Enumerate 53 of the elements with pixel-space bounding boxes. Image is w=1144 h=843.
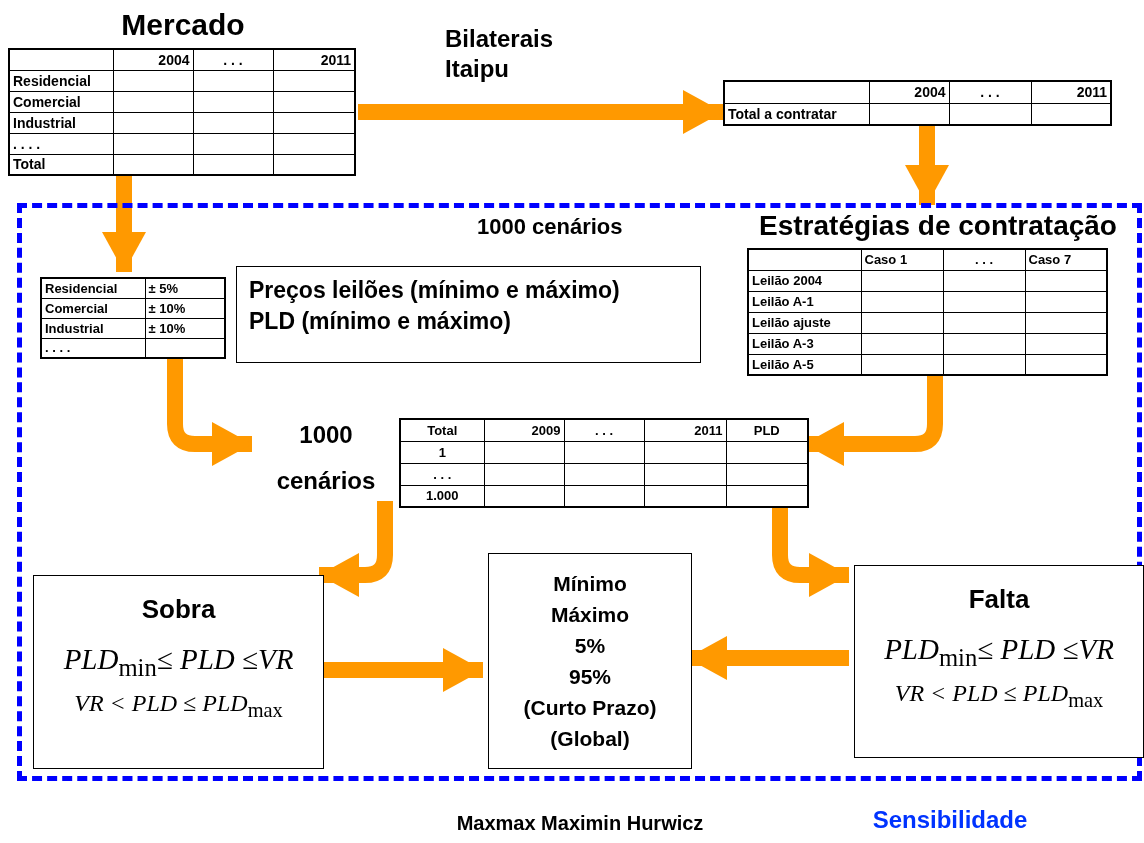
- box-title: Sobra: [141, 594, 216, 625]
- table-cell: Leilão 2004: [748, 270, 861, 291]
- box-text: 95%: [569, 664, 611, 690]
- table-cell: 2009: [484, 419, 564, 441]
- box-text: (Curto Prazo): [523, 695, 657, 721]
- table-cell: 1: [400, 441, 484, 463]
- box-text: Mínimo: [553, 571, 627, 597]
- table-cell: . . .: [949, 81, 1031, 103]
- table-cell: Leilão A-1: [748, 291, 861, 312]
- table-cell: Residencial: [41, 278, 145, 298]
- table-title: Estratégias de contratação: [758, 210, 1118, 242]
- formula-text: VR < PLD ≤ PLD$_{max}$: [894, 679, 1104, 712]
- edge-label: Bilaterais Itaipu: [445, 24, 555, 84]
- table-cell: Leilão A-3: [748, 333, 861, 354]
- table-cell: Caso 1: [861, 249, 943, 270]
- box-title: Falta: [968, 584, 1030, 615]
- table-title: 1000 cenários: [275, 420, 377, 496]
- table-cell: Residencial: [9, 70, 113, 91]
- formula-text: VR < PLD ≤ PLD$_{max}$: [74, 689, 283, 722]
- note-text: Maxmax Maximin Hurwicz: [455, 812, 705, 835]
- table-cell: 2011: [644, 419, 726, 441]
- table-cell: Industrial: [9, 112, 113, 133]
- box-text: Máximo: [550, 602, 630, 628]
- box-text: (Global): [550, 726, 630, 752]
- table-cell: Comercial: [9, 91, 113, 112]
- heading-text: Sensibilidade: [871, 806, 1029, 834]
- box-text: Preços leilões (mínimo e máximo): [249, 276, 620, 305]
- arrow: [905, 125, 949, 205]
- formula-text: PLD$_{min}$≤ PLD ≤VR: [63, 643, 294, 682]
- table-cell: Industrial: [41, 318, 145, 338]
- table-cell: 2004: [869, 81, 949, 103]
- table-cell: Comercial: [41, 298, 145, 318]
- table-cell: Leilão ajuste: [748, 312, 861, 333]
- dashed-region: [17, 203, 1142, 781]
- box-text: 5%: [574, 633, 606, 659]
- arrow: [102, 175, 146, 272]
- table-cell: . . . .: [9, 133, 113, 154]
- arrow: [319, 501, 393, 597]
- table-cell: . . .: [943, 249, 1025, 270]
- text-box: [854, 565, 1144, 758]
- text-box: [33, 575, 324, 769]
- table-cell: Total: [400, 419, 484, 441]
- table-cell: . . .: [564, 419, 644, 441]
- arrow: [358, 90, 723, 134]
- text-box: [236, 266, 701, 363]
- region-title: 1000 cenários: [477, 214, 623, 240]
- table-title: Mercado: [120, 8, 246, 42]
- table-cell: . . .: [400, 463, 484, 485]
- table-cell: 2004: [113, 49, 193, 70]
- box-text: PLD (mínimo e máximo): [249, 307, 511, 336]
- table-cell: . . .: [193, 49, 273, 70]
- text-box: [488, 553, 692, 769]
- formula-text: PLD$_{min}$≤ PLD ≤VR: [884, 633, 1114, 672]
